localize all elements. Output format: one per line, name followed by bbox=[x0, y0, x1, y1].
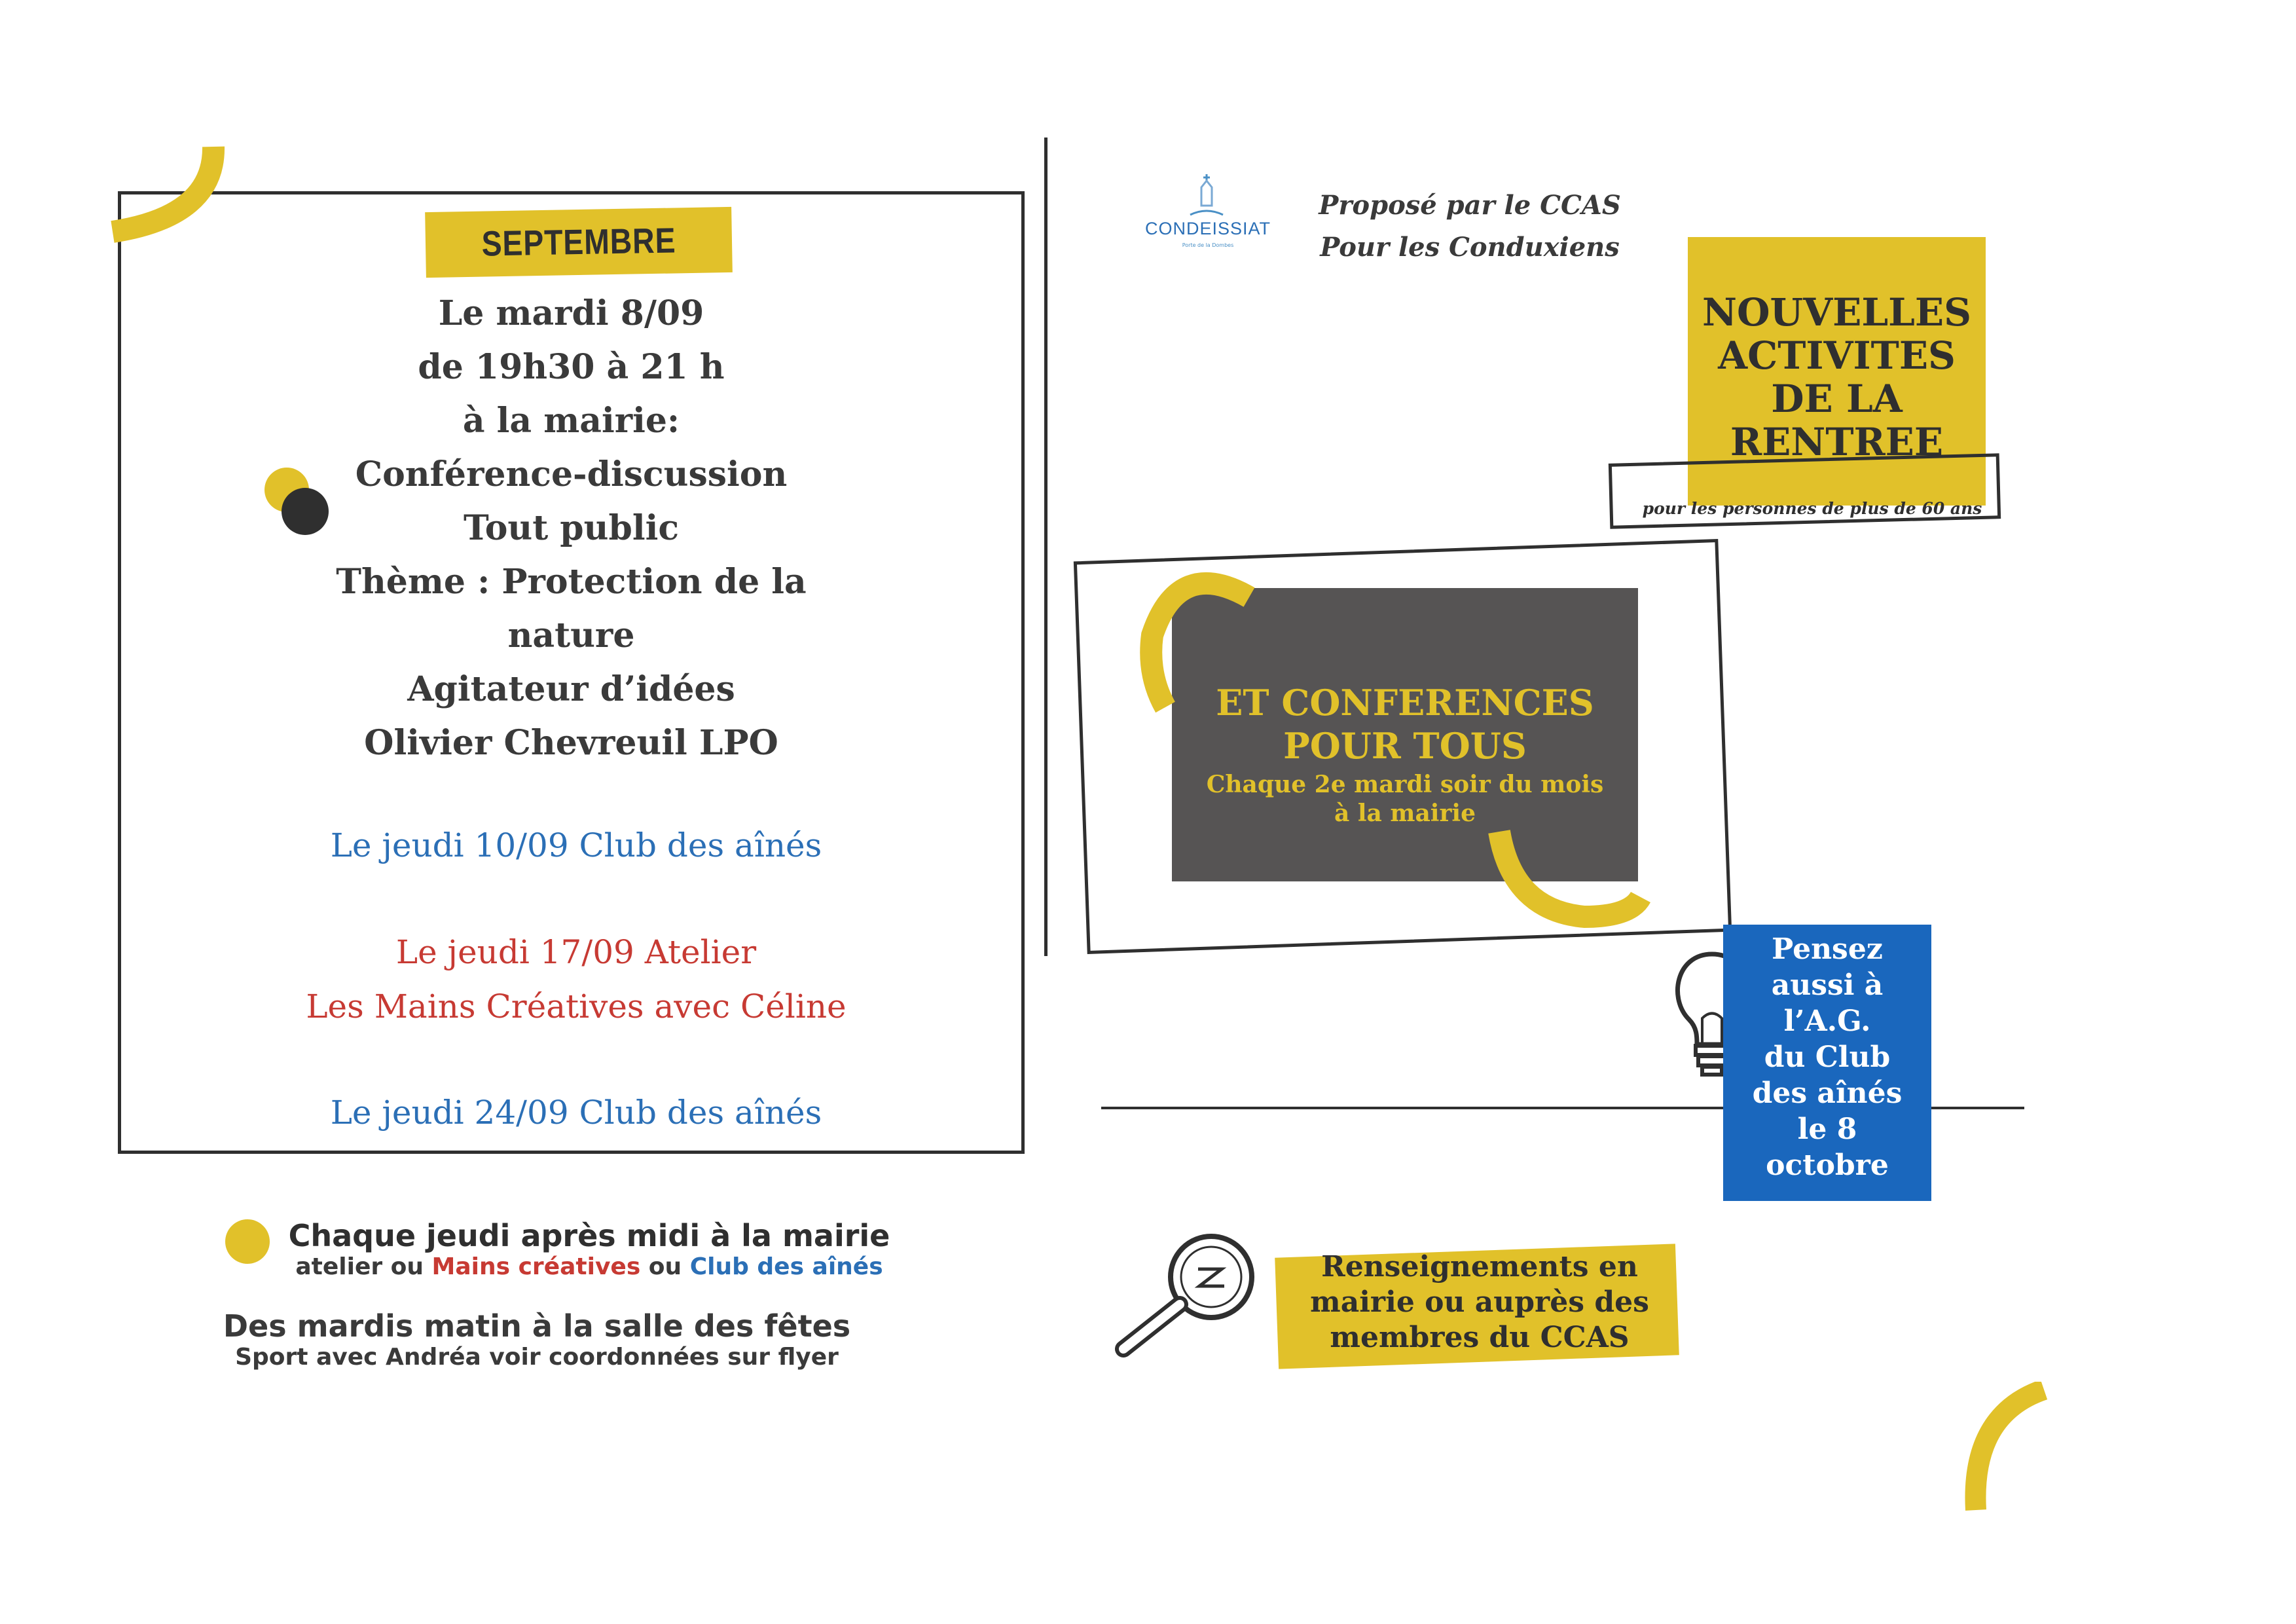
nouvelles-line-3: DE LA bbox=[1771, 377, 1903, 421]
event-atelier-17-09: Le jeudi 17/09 Atelier bbox=[395, 933, 757, 971]
event-club-24-09: Le jeudi 24/09 Club des aînés bbox=[330, 1094, 822, 1132]
event-speaker-line: Olivier Chevreuil LPO bbox=[364, 723, 778, 763]
thursday-title: Chaque jeudi après midi à la mairie bbox=[288, 1218, 890, 1253]
event-audience-line: Tout public bbox=[463, 508, 680, 548]
info-line-1: Renseignements en bbox=[1321, 1250, 1638, 1283]
audience-tag-text: pour les personnes de plus de 60 ans bbox=[1642, 499, 1982, 518]
info-line-2: mairie ou auprès des bbox=[1310, 1285, 1649, 1319]
info-line-3: membres du CCAS bbox=[1330, 1321, 1630, 1354]
event-place-line: à la mairie: bbox=[462, 401, 680, 441]
september-frame bbox=[118, 191, 1025, 1154]
conference-sub-line-1: Chaque 2e mardi soir du mois bbox=[1206, 771, 1604, 798]
thursday-club-text: Club des aînés bbox=[689, 1253, 883, 1280]
september-tag-label: SEPTEMBRE bbox=[481, 221, 676, 264]
september-tag: SEPTEMBRE bbox=[425, 206, 733, 278]
logo-subtitle: Porte de la Dombes bbox=[1182, 242, 1234, 248]
ag-line-5: des aînés bbox=[1752, 1077, 1903, 1110]
ag-line-4: du Club bbox=[1764, 1041, 1891, 1074]
main-event-block: Le mardi 8/09 de 19h30 à 21 h à la mairi… bbox=[249, 287, 894, 770]
yellow-arc-decoration bbox=[1965, 1382, 2048, 1511]
nouvelles-line-1: NOUVELLES bbox=[1702, 290, 1971, 335]
ag-line-7: octobre bbox=[1766, 1149, 1889, 1182]
tuesday-title: Des mardis matin à la salle des fêtes bbox=[223, 1308, 851, 1344]
bullet-dots-icon bbox=[264, 468, 329, 535]
event-type-line: Conférence-discussion bbox=[355, 454, 788, 494]
magnifier-icon bbox=[1115, 1234, 1254, 1357]
tuesday-activities: Des mardis matin à la salle des fêtes Sp… bbox=[190, 1308, 884, 1371]
nouvelles-line-2: ACTIVITES bbox=[1718, 333, 1956, 378]
nouvelles-block bbox=[1688, 237, 1986, 506]
conference-title-line-2: POUR TOUS bbox=[1283, 725, 1527, 767]
event-atelier-17-09-detail: Les Mains Créatives avec Céline bbox=[306, 987, 847, 1025]
ag-line-3: l’A.G. bbox=[1783, 1005, 1871, 1038]
conference-title-line-1: ET CONFERENCES bbox=[1216, 682, 1594, 724]
event-theme-line-2: nature bbox=[507, 616, 635, 655]
event-date-line: Le mardi 8/09 bbox=[438, 293, 704, 333]
tuesday-detail: Sport avec Andréa voir coordonnées sur f… bbox=[235, 1344, 839, 1371]
yellow-arc-decoration bbox=[1488, 829, 1650, 929]
separator-line bbox=[1101, 1107, 2024, 1109]
event-time-line: de 19h30 à 21 h bbox=[418, 347, 725, 387]
ag-note-block bbox=[1723, 925, 1931, 1201]
nouvelles-title: NOUVELLES ACTIVITES DE LA RENTREE bbox=[1688, 291, 1986, 464]
event-theme-line: Thème : Protection de la bbox=[336, 562, 807, 602]
conference-card bbox=[1172, 588, 1638, 881]
ag-line-1: Pensez bbox=[1772, 932, 1883, 966]
logo-name: CONDEISSIAT bbox=[1144, 219, 1271, 238]
conference-sub-line-2: à la mairie bbox=[1334, 800, 1476, 827]
conference-title: ET CONFERENCES POUR TOUS bbox=[1172, 681, 1638, 767]
ag-line-2: aussi à bbox=[1771, 969, 1884, 1002]
event-role-line: Agitateur d’idées bbox=[407, 669, 735, 709]
yellow-bullet-icon bbox=[225, 1219, 270, 1264]
thursday-atelier-text: atelier ou bbox=[295, 1253, 432, 1280]
header-line-audience: Pour les Conduxiens bbox=[1320, 232, 1620, 263]
yellow-arc-decoration bbox=[1140, 572, 1255, 713]
center-divider bbox=[1044, 138, 1048, 956]
yellow-arc-decoration bbox=[111, 146, 225, 243]
ag-note-text: Pensez aussi à l’A.G. du Club des aînés … bbox=[1723, 931, 1931, 1183]
info-text: Renseignements en mairie ou auprès des m… bbox=[1264, 1249, 1696, 1356]
event-club-10-09: Le jeudi 10/09 Club des aînés bbox=[330, 826, 822, 864]
ag-line-6: le 8 bbox=[1797, 1113, 1857, 1146]
thursday-mains-text: Mains créatives bbox=[431, 1253, 641, 1280]
header-line-ccas: Proposé par le CCAS bbox=[1319, 190, 1621, 221]
church-logo-icon bbox=[1190, 174, 1224, 216]
nouvelles-line-4: RENTREE bbox=[1730, 420, 1944, 464]
header-text: Proposé par le CCAS Pour les Conduxiens bbox=[1300, 185, 1640, 268]
thursday-detail: atelier ou Mains créatives ou Club des a… bbox=[262, 1253, 917, 1280]
weekly-activities: Chaque jeudi après midi à la mairie atel… bbox=[262, 1218, 917, 1280]
conference-subtitle: Chaque 2e mardi soir du mois à la mairie bbox=[1172, 770, 1638, 828]
thursday-ou-text: ou bbox=[640, 1253, 690, 1280]
